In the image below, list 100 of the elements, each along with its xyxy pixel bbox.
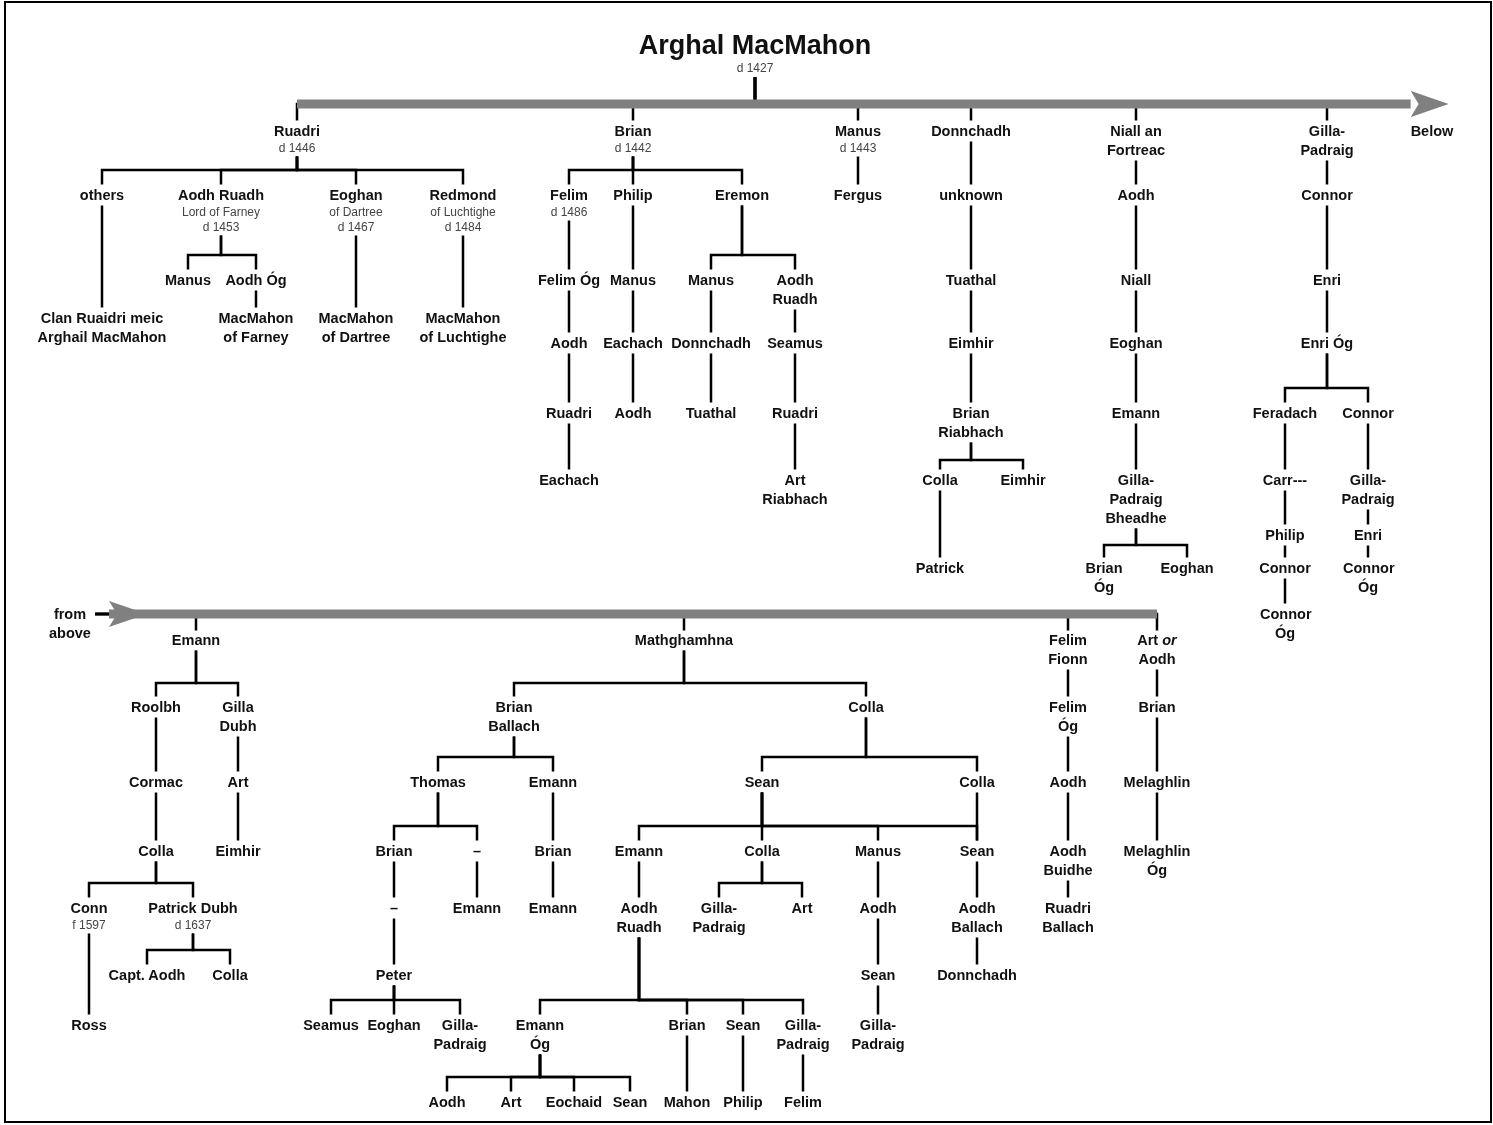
person-name: Gilla-Padraig	[773, 1015, 833, 1054]
person-name: Eachach	[539, 470, 599, 490]
connector-line	[975, 861, 979, 898]
connector-line	[436, 792, 479, 841]
connector-line	[938, 490, 942, 558]
person-name: Brian	[668, 1015, 706, 1035]
note-text: d 1427	[735, 61, 775, 76]
note-text: d 1467	[336, 219, 376, 235]
connector-line	[682, 650, 868, 697]
connector-line	[637, 937, 805, 1015]
person-name: Ruadri Ballach	[1038, 898, 1098, 937]
person-name: Clan Ruaidri meic Arghail MacMahon	[27, 308, 177, 347]
connector-line	[801, 1054, 805, 1092]
connector-line	[567, 353, 571, 403]
note-text: d 1446	[277, 140, 317, 156]
person-name: Brian Riabhach	[931, 403, 1011, 442]
person-name: Sean	[860, 965, 896, 985]
note-text: d 1443	[838, 140, 878, 156]
person-name: Redmond	[429, 185, 497, 205]
connector-line	[1283, 578, 1287, 604]
person-name: Ruadri	[546, 403, 592, 423]
note-text: Lord of Farney	[180, 204, 261, 220]
connector-line	[551, 792, 555, 841]
connector-line	[512, 736, 555, 772]
connector-line	[191, 933, 232, 965]
connector-line	[236, 792, 240, 841]
person-name: Emann	[1111, 403, 1161, 423]
connector-line	[1066, 669, 1070, 697]
person-name: Eremon	[715, 185, 769, 205]
person-name: Emann	[528, 898, 578, 918]
connector-line	[1366, 423, 1370, 470]
connector-line	[969, 205, 973, 270]
person-name: Brian	[375, 841, 413, 861]
person-name: MacMahon of Farney	[216, 308, 296, 347]
connector-line	[1134, 160, 1138, 185]
person-name: Eimhir	[1000, 470, 1046, 490]
person-name: Eoghan	[1109, 333, 1163, 353]
person-name: Sean	[744, 772, 780, 792]
note-text: d 1484	[443, 219, 483, 235]
connector-line	[538, 1054, 632, 1092]
person-name: Connor Óg	[1343, 558, 1393, 597]
connector-line	[631, 156, 744, 185]
person-name: Tuathal	[945, 270, 997, 290]
connector-line	[1325, 205, 1329, 270]
person-name: Art or Aodh	[1129, 630, 1185, 669]
person-name: Aodh	[1117, 185, 1155, 205]
person-name: Enri Óg	[1300, 333, 1354, 353]
person-name: Felim Óg	[538, 270, 600, 290]
person-name: Emann	[171, 630, 221, 650]
person-name: Carr---	[1262, 470, 1308, 490]
person-name: MacMahon of Luchtighe	[418, 308, 508, 347]
connector-line	[567, 290, 571, 333]
connector-line	[1283, 545, 1287, 558]
person-name: Colla	[959, 772, 995, 792]
person-name: Connor	[1342, 403, 1394, 423]
person-name: Gilla-Padraig	[689, 898, 749, 937]
connector-line	[1283, 423, 1287, 470]
person-name: Niall	[1120, 270, 1152, 290]
person-name: Aodh Ruadh	[611, 898, 667, 937]
person-name: Aodh	[859, 898, 897, 918]
person-name: Gilla-Padraig	[848, 1015, 908, 1054]
connector-line	[793, 353, 797, 403]
connector-line	[969, 442, 1025, 470]
person-name: Colla	[744, 841, 780, 861]
connector-line	[969, 141, 973, 185]
person-name: Conn	[70, 898, 108, 918]
person-name: Colla	[212, 965, 248, 985]
person-name: Connor	[1301, 185, 1353, 205]
note-text: d 1486	[550, 204, 588, 220]
person-name: Philip	[613, 185, 653, 205]
connector-line	[219, 235, 258, 270]
person-name: Sean	[959, 841, 995, 861]
connector-line	[876, 985, 880, 1015]
connector-line	[392, 861, 396, 898]
person-name: Aodh	[614, 403, 652, 423]
connector-line	[475, 861, 479, 898]
person-name: Gilla-Padraig	[1297, 121, 1357, 160]
person-name: –	[472, 841, 482, 861]
person-name: Manus	[835, 121, 881, 141]
person-name: Niall an Fortreac	[1098, 121, 1174, 160]
person-name: Colla	[138, 841, 174, 861]
person-name: Art	[791, 898, 813, 918]
person-name: unknown	[939, 185, 1003, 205]
person-name: Eimhir	[948, 333, 994, 353]
person-name: Felim	[550, 185, 588, 205]
person-name: Gilla-Padraig	[430, 1015, 490, 1054]
person-name: Eoghan	[367, 1015, 421, 1035]
connector-line	[1155, 792, 1159, 841]
connector-line	[969, 353, 973, 403]
note-text: of Luchtighe	[429, 204, 497, 220]
connector-line	[567, 220, 571, 270]
person-name: Aodh	[550, 333, 588, 353]
connector-line	[236, 736, 240, 772]
person-name: Eochaid	[545, 1092, 603, 1112]
connector-line	[1134, 290, 1138, 333]
connector-line	[631, 353, 635, 403]
person-name: Eoghan	[1160, 558, 1214, 578]
person-name: Felim Óg	[1045, 697, 1091, 736]
person-name: Manus	[688, 270, 734, 290]
person-name: Art	[500, 1092, 522, 1112]
